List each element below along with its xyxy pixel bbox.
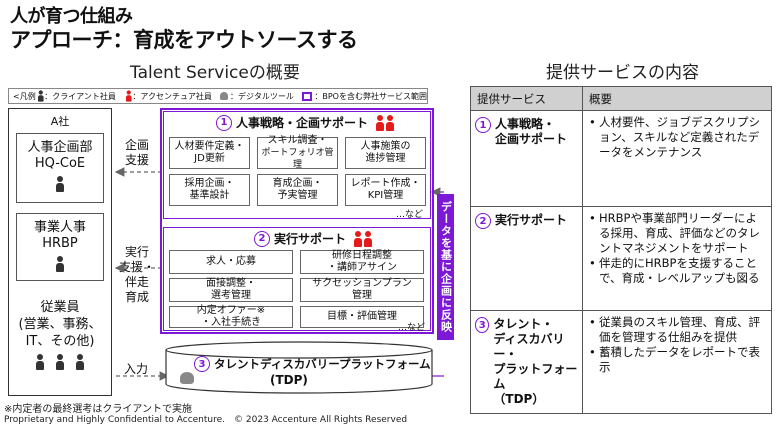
- summary-item: 従業員のスキル管理、育成、評価を管理する仕組みを提供: [589, 315, 765, 345]
- legend-client: ：クライアント社員: [44, 91, 116, 101]
- summary-item: 人材要件、ジョブデスクリプション、スキルなど定義されたデータをメンテナンス: [589, 115, 765, 160]
- legend-digital: ：デジタルツール: [230, 91, 294, 101]
- accenture-person-icon: [386, 114, 395, 131]
- summary-item: 伴走的にHRBPを支援することで、育成・レベルアップも図る: [589, 256, 765, 286]
- employee-line3: IT、その他): [25, 334, 95, 349]
- hrbp-line2: HRBP: [42, 236, 78, 251]
- company-label: A社: [50, 115, 70, 128]
- hq-line2: HQ-CoE: [34, 156, 86, 171]
- accenture-person-icon: [376, 114, 385, 131]
- execution-title-text: 実行サポート: [274, 232, 347, 246]
- footnote: ※内定者の最終選考はクライアントで実施: [4, 404, 192, 415]
- bpo-box-icon: [301, 91, 313, 101]
- arrow-label-planning: 企画 支援: [118, 138, 156, 168]
- legend-accenture: ：アクセンチュア社員: [132, 91, 212, 101]
- summary-item: 蓄積したデータをレポートで表示: [589, 345, 765, 375]
- execution-cell: 面接調整・選考管理: [169, 278, 293, 302]
- employee-person-icon: [76, 354, 85, 370]
- execution-more: …など: [398, 323, 426, 333]
- strategy-title: 1 人事戦略・企画サポート: [216, 114, 395, 131]
- row-number-badge: 3: [475, 317, 490, 333]
- accenture-person-icon: [354, 230, 363, 247]
- accenture-person-icon: [364, 230, 373, 247]
- arrow2-line1: 実行: [124, 245, 149, 259]
- legend-open: <凡例: [13, 91, 36, 101]
- table-header-summary: 概要: [582, 86, 772, 111]
- row-number-badge: 1: [475, 117, 491, 133]
- strategy-cell: スキル調査・ポートフォリオ管理: [257, 135, 338, 170]
- row-number-badge: 2: [475, 213, 491, 229]
- digital-tool-icon: [219, 92, 229, 100]
- strategy-number-badge: 1: [216, 114, 232, 131]
- header-line2: アプローチ：育成をアウトソースする: [10, 28, 358, 52]
- strategy-title-text: 人事戦略・企画サポート: [236, 116, 369, 130]
- strategy-more: …など: [396, 210, 424, 220]
- hq-line1: 人事企画部: [27, 140, 93, 155]
- copyright: Proprietary and Highly Confidential to A…: [4, 415, 408, 424]
- hq-person-icon: [56, 176, 64, 192]
- legend-bpo: ：BPOを含む弊社サービス範囲: [314, 91, 427, 101]
- employee-person-icon: [35, 354, 44, 370]
- header-line1: 人が育つ仕組み: [10, 6, 133, 27]
- hq-box: 人事企画部 HQ-CoE: [16, 133, 104, 203]
- employee-line1: 従業員: [40, 300, 80, 315]
- accenture-person-icon: [125, 90, 132, 102]
- strategy-cell: 人材要件定義・JD更新: [169, 137, 250, 169]
- execution-cell: 目標・評価管理: [300, 306, 424, 328]
- table-header-row: 提供サービス 概要: [470, 86, 772, 111]
- arrow1-line2: 支援: [124, 153, 149, 167]
- digital-tool-icon: [180, 372, 194, 384]
- execution-cell: 内定オファー※・入社手続き: [169, 305, 293, 328]
- strategy-cell: 人事施策の進捗管理: [345, 137, 426, 169]
- company-box: A社 人事企画部 HQ-CoE 事業人事 HRBP 従業員 (営業、事務、 IT…: [8, 108, 112, 396]
- bpo-scope-frame: [160, 108, 434, 334]
- employee-icons: [9, 354, 111, 375]
- employee-person-icon: [56, 354, 64, 370]
- left-section-title: Talent Serviceの概要: [130, 63, 300, 83]
- execution-group: [163, 227, 431, 331]
- employee-group: 従業員 (営業、事務、 IT、その他): [9, 299, 111, 375]
- execution-cell: 求人・応募: [169, 250, 293, 274]
- hrbp-box: 事業人事 HRBP: [16, 213, 104, 281]
- arrow-label-execution: 実行 支援・ 伴走 育成: [118, 245, 156, 305]
- right-section-title: 提供サービスの内容: [546, 63, 699, 83]
- arrow2-line3: 伴走: [124, 275, 149, 289]
- execution-title: 2 実行サポート: [254, 230, 373, 247]
- arrow2-line4: 育成: [124, 290, 149, 304]
- arrow1-line1: 企画: [124, 138, 149, 152]
- feedback-text: データを基に企画に反映: [439, 201, 453, 333]
- tdp-number-badge: 3: [194, 356, 210, 372]
- arrow2-line2: 支援・: [118, 260, 155, 274]
- table-header-service: 提供サービス: [470, 86, 583, 111]
- hrbp-line1: 事業人事: [33, 220, 86, 235]
- arrow-label-input: 入力: [124, 362, 149, 376]
- strategy-cell: 育成企画・予実管理: [257, 174, 338, 206]
- summary-item: HRBPや事業部門リーダーによる採用、育成、評価などのタレントマネジメントをサポ…: [589, 211, 765, 256]
- strategy-cell: 採用企画・基準設計: [169, 174, 250, 206]
- tdp-subtitle: (TDP): [270, 373, 308, 387]
- feedback-banner: データを基に企画に反映: [437, 194, 454, 340]
- execution-cell: サクセッションプラン管理: [300, 278, 424, 302]
- tdp-title-text: タレントディスカバリープラットフォーム: [214, 357, 431, 371]
- strategy-cell: レポート作成・KPI管理: [345, 174, 426, 206]
- strategy-group: [163, 111, 431, 219]
- execution-number-badge: 2: [254, 230, 270, 247]
- employee-line2: (営業、事務、: [18, 317, 102, 332]
- tdp-title: 3 タレントディスカバリープラットフォーム: [194, 356, 431, 372]
- tdp-cylinder: [165, 341, 433, 394]
- hrbp-person-icon: [56, 256, 64, 272]
- client-person-icon: [37, 90, 43, 102]
- legend: <凡例 ：クライアント社員 ：アクセンチュア社員 ：デジタルツール ：BPOを含…: [8, 88, 428, 104]
- execution-cell: 研修日程調整・講師アサイン: [300, 250, 424, 274]
